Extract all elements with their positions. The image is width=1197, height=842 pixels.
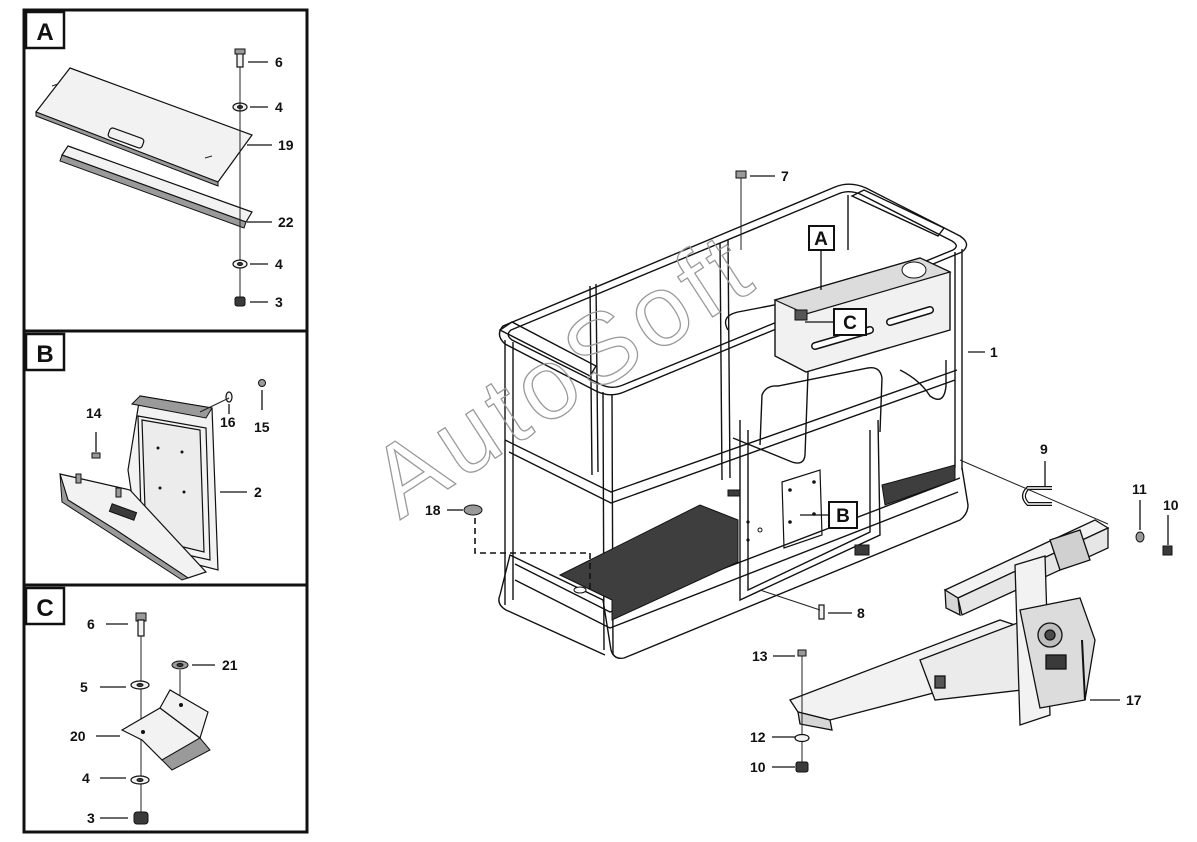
nut xyxy=(795,761,809,773)
panel-a-label-box xyxy=(24,10,66,50)
nut xyxy=(133,811,149,825)
cap xyxy=(463,504,483,516)
nut xyxy=(1162,545,1173,556)
cover-plate-edge xyxy=(35,111,219,187)
detail-ref-b: B xyxy=(836,506,850,527)
callout-a-4b: 4 xyxy=(275,256,283,272)
callout-9: 9 xyxy=(1040,441,1048,457)
nut xyxy=(258,379,266,387)
spacer xyxy=(225,391,233,403)
callout-c-20: 20 xyxy=(70,728,86,744)
box-rim xyxy=(130,395,213,419)
panel-c-label: C xyxy=(36,595,53,622)
door-latch xyxy=(108,503,138,521)
callout-a-19: 19 xyxy=(278,137,294,153)
watermark: AutoSoft xyxy=(351,209,774,538)
callout-17: 17 xyxy=(1126,692,1142,708)
callout-12: 12 xyxy=(750,729,766,745)
callout-b-16: 16 xyxy=(220,414,236,430)
washer xyxy=(1135,531,1145,543)
detail-ref-b-box xyxy=(828,501,858,529)
callout-a-22: 22 xyxy=(278,214,294,230)
detail-ref-a: A xyxy=(814,229,828,250)
callout-a-4: 4 xyxy=(275,99,283,115)
bolt xyxy=(137,619,145,637)
callout-10: 10 xyxy=(1163,497,1179,513)
callout-18: 18 xyxy=(425,502,441,518)
hinge-strip-edge xyxy=(59,154,247,229)
cover-plate-handle xyxy=(107,127,145,149)
detail-panels: A 6 4 19 22 xyxy=(22,8,309,834)
detail-refs: A C B xyxy=(800,225,867,529)
bolt-head xyxy=(735,170,747,179)
pin xyxy=(818,604,825,620)
panel-a-label: A xyxy=(36,19,53,46)
callout-c-4: 4 xyxy=(82,770,90,786)
callout-7: 7 xyxy=(781,168,789,184)
panel-b-label-box xyxy=(24,332,66,372)
bolt-head xyxy=(797,649,807,657)
detail-ref-c: C xyxy=(843,313,857,334)
callout-c-3: 3 xyxy=(87,810,95,826)
bolt-head xyxy=(234,48,246,55)
panel-c-label-box xyxy=(24,586,66,626)
loose-hardware xyxy=(463,170,1173,773)
callout-13: 13 xyxy=(752,648,768,664)
main-callouts: 7 1 9 11 10 18 8 13 17 12 10 xyxy=(425,168,1179,775)
storage-box-location xyxy=(746,469,823,549)
mounting-bracket xyxy=(789,519,1110,731)
callout-c-21: 21 xyxy=(222,657,238,673)
main-assembly: A C B 7 1 9 11 10 18 8 13 xyxy=(425,168,1179,775)
panel-b: B 14 16 15 xyxy=(24,332,270,581)
nut xyxy=(234,296,246,307)
panels-frame xyxy=(22,8,309,834)
bolt xyxy=(236,52,244,68)
callout-a-6: 6 xyxy=(275,54,283,70)
panel-a: A 6 4 19 22 xyxy=(24,10,294,310)
callout-10b: 10 xyxy=(750,759,766,775)
callout-1: 1 xyxy=(990,344,998,360)
callout-b-2: 2 xyxy=(254,484,262,500)
panel-c: C 6 21 xyxy=(24,586,238,826)
bolt xyxy=(91,452,101,459)
floor-grating xyxy=(558,464,956,621)
callout-a-3: 3 xyxy=(275,294,283,310)
washer xyxy=(794,733,810,743)
basket xyxy=(498,183,969,660)
callout-b-14: 14 xyxy=(86,405,102,421)
detail-ref-c-box xyxy=(833,308,867,336)
panel-b-label: B xyxy=(36,341,53,368)
callout-b-15: 15 xyxy=(254,419,270,435)
callout-c-6: 6 xyxy=(87,616,95,632)
callout-11: 11 xyxy=(1132,481,1147,497)
callout-c-5: 5 xyxy=(80,679,88,695)
callout-8: 8 xyxy=(857,605,865,621)
